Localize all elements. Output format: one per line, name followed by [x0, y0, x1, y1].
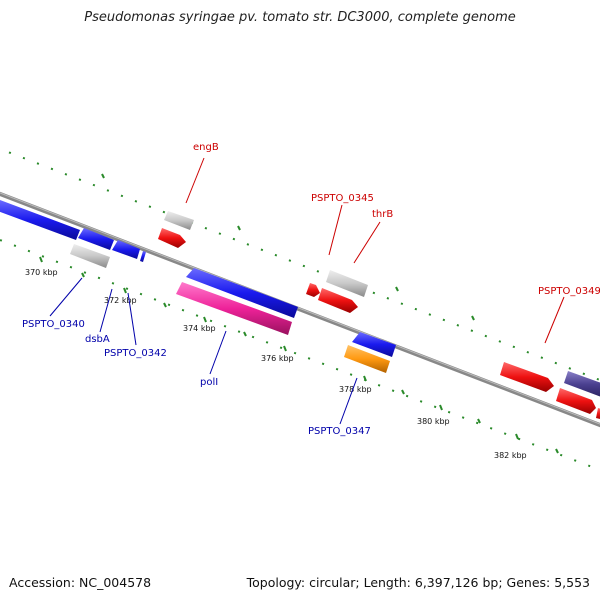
tick-marks [39, 173, 559, 454]
gene-feature-red[interactable] [306, 283, 320, 297]
outer-dotted-track [0, 147, 600, 382]
gene-feature-blue[interactable] [112, 240, 140, 259]
tick-mark [81, 272, 85, 278]
tick-mark [477, 418, 481, 424]
gene-feature-gray[interactable] [70, 244, 110, 268]
gene-feature-red[interactable] [556, 388, 596, 414]
gene-label-PSPTO_0345[interactable]: PSPTO_0345 [311, 193, 374, 204]
connector-PSPTO_0342 [127, 292, 137, 346]
tick-mark [101, 173, 105, 179]
tick-label: 374 kbp [183, 324, 216, 333]
gene-feature-blue[interactable] [140, 251, 146, 262]
gene-feature-blue[interactable] [186, 268, 298, 318]
tick-mark [283, 345, 287, 352]
tick-mark [39, 256, 43, 263]
tick-mark [439, 404, 443, 411]
tick-mark [395, 286, 399, 292]
gene-labels[interactable]: engB PSPTO_0345 thrB PSPTO_0349 PSPTO_03… [22, 142, 600, 437]
tick-label: 372 kbp [104, 296, 137, 305]
genome-backbone-highlight [0, 192, 600, 425]
tick-mark [203, 316, 207, 323]
connector-engB [185, 157, 205, 204]
tick-label: 380 kbp [417, 417, 450, 426]
gene-features[interactable] [0, 200, 600, 420]
gene-feature-gray[interactable] [164, 211, 194, 230]
gene-label-dsbA[interactable]: dsbA [85, 334, 110, 345]
gene-label-engB[interactable]: engB [193, 142, 219, 153]
tick-mark [237, 225, 241, 231]
tick-mark [515, 433, 519, 440]
gene-feature-red[interactable] [596, 408, 600, 420]
inner-dotted-track [0, 239, 600, 471]
gene-feature-purple[interactable] [564, 371, 600, 398]
gene-feature-pink[interactable] [176, 282, 292, 335]
connector-dsbA [99, 288, 113, 333]
gene-feature-blue[interactable] [352, 332, 396, 357]
accession-text: Accession: NC_004578 [9, 575, 152, 590]
tick-label: 370 kbp [25, 268, 58, 277]
gene-feature-red[interactable] [318, 288, 358, 313]
gene-feature-orange[interactable] [344, 345, 390, 373]
tick-label: 382 kbp [494, 451, 527, 460]
tick-label: 376 kbp [261, 354, 294, 363]
genome-summary-text: Topology: circular; Length: 6,397,126 bp… [246, 575, 590, 590]
gene-label-PSPTO_0340[interactable]: PSPTO_0340 [22, 319, 85, 330]
connector-PSPTO_0349 [544, 296, 565, 344]
connector-PSPTO_0347 [339, 377, 358, 425]
connector-PSPTO_0345 [328, 204, 343, 256]
connector-PSPTO_0340 [49, 277, 83, 317]
tick-labels: 370 kbp 372 kbp 374 kbp 376 kbp 378 kbp … [25, 268, 527, 460]
connector-polI [209, 330, 227, 375]
gene-feature-red[interactable] [158, 228, 186, 248]
connector-thrB [353, 221, 381, 264]
tick-mark [401, 389, 405, 395]
tick-mark [163, 302, 167, 308]
tick-mark [471, 315, 475, 321]
gene-feature-blue[interactable] [0, 200, 80, 240]
tick-mark [243, 331, 247, 337]
gene-feature-gray[interactable] [326, 270, 368, 297]
gene-feature-blue[interactable] [78, 228, 114, 250]
gene-label-PSPTO_0349[interactable]: PSPTO_0349 [538, 286, 600, 297]
label-connectors [49, 157, 565, 425]
gene-label-thrB[interactable]: thrB [372, 209, 393, 220]
tick-mark [555, 448, 559, 454]
gene-label-polI[interactable]: polI [200, 377, 218, 388]
genome-backbone [0, 191, 600, 428]
gene-label-PSPTO_0347[interactable]: PSPTO_0347 [308, 426, 371, 437]
genome-title: Pseudomonas syringae pv. tomato str. DC3… [84, 10, 516, 25]
tick-mark [123, 287, 127, 294]
gene-feature-red[interactable] [500, 362, 554, 392]
tick-label: 378 kbp [339, 385, 372, 394]
gene-label-PSPTO_0342[interactable]: PSPTO_0342 [104, 348, 167, 359]
tick-mark [363, 375, 367, 382]
